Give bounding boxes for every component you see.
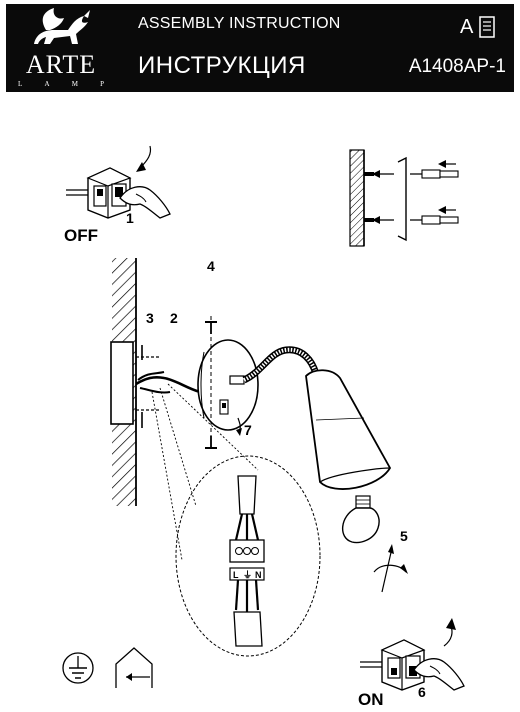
step-6-label: 6: [418, 684, 426, 700]
step-7-label: 7: [244, 422, 252, 438]
title-russian: ИНСТРУКЦИЯ: [138, 52, 306, 79]
flexible-arm: [229, 346, 320, 385]
light-switch-icon: [360, 639, 426, 691]
power-switch-off-group: [66, 145, 171, 219]
step-1-label: 1: [126, 210, 134, 226]
wiring-zoom-callout: [151, 383, 321, 657]
terminal-label-n: N: [255, 570, 262, 580]
earth-ground-icon: [62, 652, 94, 684]
off-label: OFF: [64, 226, 98, 245]
logo-wordmark: ARTE: [25, 50, 97, 79]
language-label: A: [460, 16, 474, 38]
terminal-block-detail: L ⏚ N: [229, 475, 265, 647]
hand-icon: [119, 186, 171, 219]
wall-anchor-icon: [372, 160, 459, 179]
lamp-shade: [305, 369, 392, 490]
logo-subtitle: L A M P: [18, 80, 104, 88]
article-code: A1408AP-1: [408, 56, 506, 77]
indoor-use-icon: [115, 647, 153, 688]
hand-icon: [413, 658, 465, 691]
header-bar: ARTE L A M P ASSEMBLY INSTRUCTION ИНСТРУ…: [6, 4, 514, 92]
step-5-label: 5: [400, 528, 408, 544]
griffin-logo-icon: [34, 8, 90, 44]
step-3-label: 3: [146, 310, 154, 326]
power-switch-on-group: [360, 618, 465, 691]
supply-wires: [135, 371, 201, 394]
lamp-base: [197, 339, 259, 431]
instruction-book-icon: [479, 16, 495, 38]
light-switch-icon: [66, 167, 132, 219]
wall-screws: [136, 345, 160, 428]
terminal-label-l: L: [233, 570, 239, 580]
wall-anchor-icon: [372, 206, 459, 225]
step-2-label: 2: [170, 310, 178, 326]
step-4-label: 4: [207, 258, 215, 274]
fixing-screw: [205, 316, 217, 449]
on-label: ON: [358, 690, 384, 709]
terminal-label-earth: ⏚: [243, 570, 252, 580]
mounting-bracket: [110, 341, 134, 425]
brand-logo: ARTE L A M P: [6, 4, 116, 92]
wall-anchor-detail: [349, 149, 459, 247]
title-english: ASSEMBLY INSTRUCTION: [138, 15, 341, 32]
light-bulb-icon: [342, 495, 380, 544]
